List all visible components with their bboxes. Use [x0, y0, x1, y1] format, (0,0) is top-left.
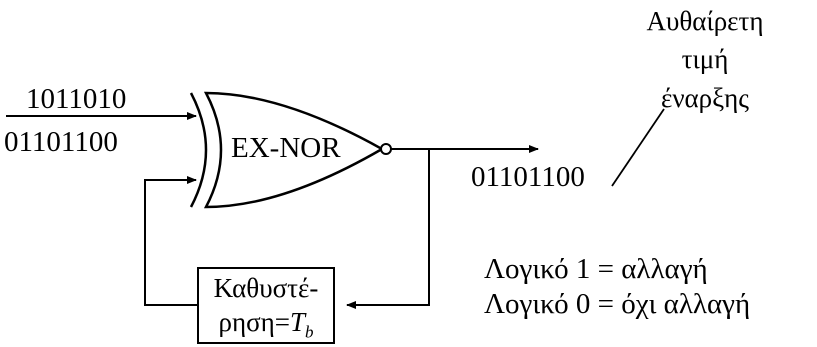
feedback-tap-line: [346, 149, 430, 309]
annotation-pointer-line: [611, 108, 665, 187]
gate-input-curve: [189, 92, 208, 208]
gate-label: EX-NOR: [231, 132, 341, 164]
legend-logic-one: Λογικό 1 = αλλαγή: [484, 253, 708, 285]
delay-label-line-2: ρηση=Tb: [199, 307, 333, 341]
gate-output-bubble: [380, 143, 392, 155]
feedback-return-line: [144, 176, 197, 306]
delay-symbol: Tb: [289, 307, 314, 341]
legend-logic-zero: Λογικό 0 = όχι αλλαγή: [484, 288, 751, 320]
input-sequence-top: 1011010: [26, 83, 127, 115]
annotation-line-2: τιμή: [681, 44, 729, 74]
annotation-line-3: έναρξης: [660, 83, 749, 113]
delay-symbol-subscript: b: [305, 322, 314, 342]
gate-body: [203, 91, 385, 209]
output-sequence: 01101100: [471, 161, 585, 193]
delay-label-prefix: ρηση=: [218, 307, 290, 337]
delay-block: Καθυστέ- ρηση=Tb: [197, 267, 335, 344]
input-sequence-bottom: 01101100: [4, 126, 118, 158]
delay-symbol-t: T: [289, 307, 306, 337]
annotation-line-1: Αυθαίρετη: [646, 6, 764, 36]
delay-label-line-1: Καθυστέ-: [213, 273, 319, 303]
